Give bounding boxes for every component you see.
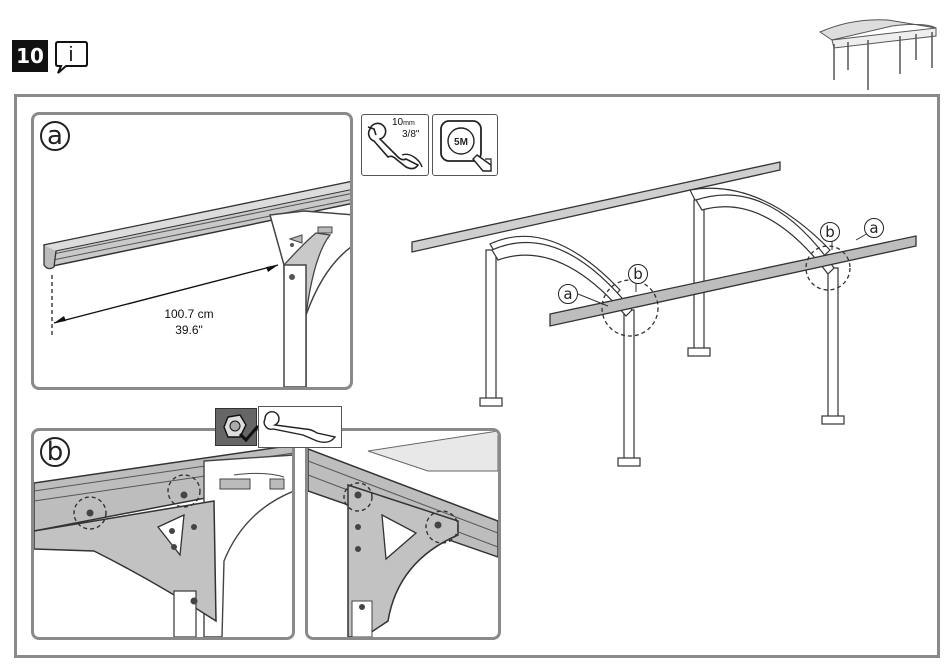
callout-b-front-letter: b	[633, 267, 643, 282]
measurement-metric: 100.7 cm	[144, 307, 234, 321]
callout-a-right: a	[864, 218, 884, 238]
wrench-size-metric: 10	[392, 117, 403, 128]
detail-panel-b: b	[31, 428, 295, 640]
step-number-badge: 10	[12, 40, 48, 72]
wrench-size-imperial: 3/8"	[402, 129, 419, 140]
detail-panel-a: a 100.7 cm 39.6"	[31, 112, 353, 390]
info-glyph: i	[69, 44, 73, 66]
carport-frame-overview	[400, 150, 930, 480]
callout-b-right-letter: b	[825, 225, 835, 240]
detail-b-label: b	[40, 437, 70, 467]
info-icon: i	[52, 38, 90, 76]
detail-a-label: a	[40, 121, 70, 151]
callout-a-front-letter: a	[563, 287, 572, 302]
callout-b-right: b	[820, 222, 840, 242]
callout-b-front: b	[628, 264, 648, 284]
step-number: 10	[16, 44, 44, 68]
callout-a-front: a	[558, 284, 578, 304]
carport-thumbnail-icon	[812, 14, 940, 92]
wrench-icon	[258, 406, 342, 448]
callout-a-right-letter: a	[869, 221, 878, 236]
measurement-imperial: 39.6"	[144, 323, 234, 337]
detail-a-letter: a	[47, 123, 63, 149]
wrench-size-metric-unit: mm	[403, 120, 415, 127]
tape-label: 5M	[454, 137, 468, 148]
checkmark-icon	[238, 424, 260, 444]
detail-b-letter: b	[47, 439, 64, 465]
